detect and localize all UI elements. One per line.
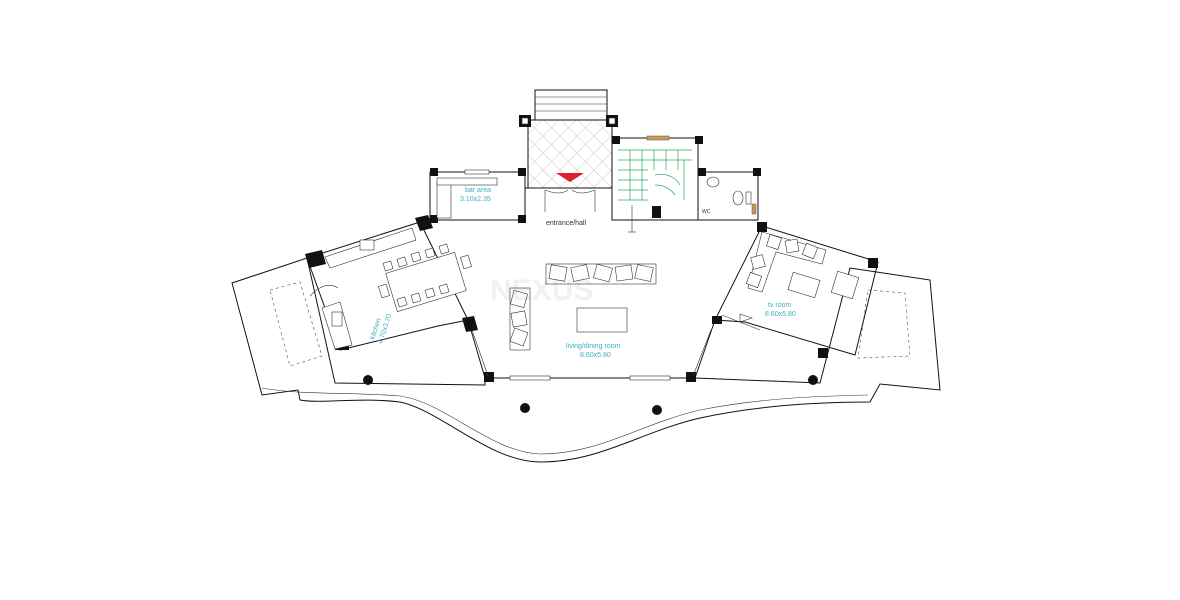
tv-armchair [830, 270, 860, 300]
kitchen-terrace-zone [269, 281, 323, 367]
wc-room [697, 171, 759, 221]
wall-block [484, 372, 494, 382]
entrance-steps [534, 89, 608, 121]
tv-coffee-table [787, 271, 821, 299]
entrance-name: entrance/hall [546, 220, 587, 227]
living-room-wall [467, 319, 716, 379]
column-icon [520, 403, 530, 413]
column-icon [808, 375, 818, 385]
entrance-door-swing [544, 189, 596, 212]
wall-block [753, 168, 761, 176]
wc-toilet [732, 190, 744, 206]
kitchen-stove [331, 311, 343, 327]
kitchen-sink [359, 239, 375, 251]
column-icon [652, 405, 662, 415]
dining-table [385, 251, 467, 313]
dining-chairs [378, 243, 472, 308]
coffee-table [576, 307, 628, 333]
wc-sink [706, 176, 720, 188]
living-size: 8.60x5.80 [580, 352, 611, 359]
wc-name: WC [702, 209, 711, 215]
wall-block [430, 168, 438, 176]
wall-block [818, 348, 828, 358]
wall-block [430, 215, 438, 223]
wall-block [712, 316, 722, 324]
tv-terrace-zone [857, 289, 911, 359]
wall-block [868, 258, 878, 268]
living-name: living/dining room [566, 343, 621, 350]
wall-block [686, 372, 696, 382]
tv-room-size: 8.60x5.80 [765, 311, 796, 318]
sofa-cushions [548, 263, 654, 283]
tv-room-wall [714, 225, 879, 356]
wall-block [757, 222, 767, 232]
wall-block [518, 215, 526, 223]
kitchen-door-swing [309, 285, 339, 297]
wall-block [518, 168, 526, 176]
wall-block [652, 206, 661, 218]
wall-block [415, 215, 433, 231]
bar-area-size: 3.10x2.35 [460, 196, 491, 203]
entrance-arrow-icon [556, 173, 584, 182]
wall-block [462, 316, 478, 332]
terrace-inner-edge [261, 387, 869, 455]
wall-block [698, 168, 706, 176]
terrace-outline [231, 257, 941, 463]
wall-block [612, 136, 620, 144]
staircase [618, 149, 692, 201]
bar-counter [436, 181, 452, 219]
wall-block [305, 250, 326, 268]
watermark: NEXUS [490, 274, 593, 307]
bar-area-name: bar area [465, 187, 491, 194]
column-icon [363, 375, 373, 385]
tv-room-name: tv room [768, 302, 792, 309]
wall-block [695, 136, 703, 144]
bar-counter-top [436, 177, 498, 186]
